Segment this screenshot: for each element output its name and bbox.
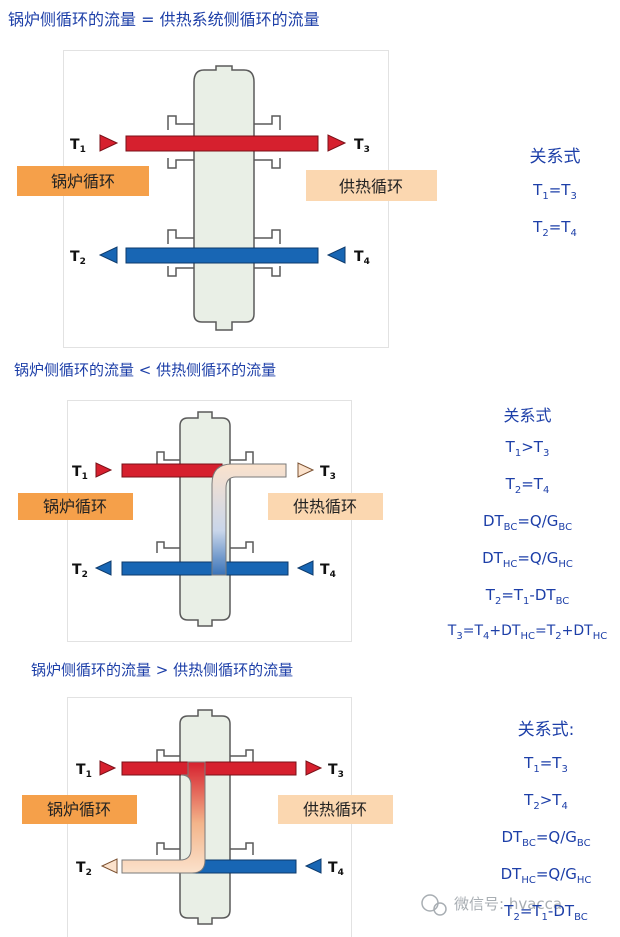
section-1-formula-line: T1=T3 (533, 181, 577, 202)
section-3-diagram-panel (67, 697, 352, 937)
section-3-formula-line: T2=T1-DTBC (504, 902, 588, 923)
section-1-heading: 锅炉侧循环的流量 = 供热系统侧循环的流量 (8, 10, 320, 29)
wechat-icon (421, 894, 439, 912)
section-2-formula-line: T2=T1-DTBC (485, 586, 570, 607)
section-3-formula-line: T2>T4 (524, 791, 568, 812)
section-2-formula-title: 关系式 (503, 406, 552, 425)
section-2-diagram-panel (67, 400, 352, 642)
section-3-formula-line: T1=T3 (524, 754, 568, 775)
section-3-heading: 锅炉侧循环的流量 > 供热侧循环的流量 (31, 661, 294, 679)
section-2-formulas: 关系式 T1>T3 T2=T4 DTBC=Q/GBC DTHC=Q/GHC T2… (440, 402, 615, 642)
section-3-formula-title: 关系式: (517, 720, 575, 740)
section-1-formulas: 关系式 T1=T3 T2=T4 (490, 142, 620, 239)
section-2-formula-line: T3=T4+DTHC=T2+DTHC (447, 623, 608, 642)
section-2-formula-line: T1>T3 (505, 438, 550, 459)
section-3-formula-line: DTBC=Q/GBC (501, 828, 591, 849)
section-2-formula-line: DTBC=Q/GBC (482, 512, 573, 533)
section-1-diagram-panel (63, 50, 389, 348)
section-2-formula-line: T2=T4 (505, 475, 550, 496)
section-3-formula-line: DTHC=Q/GHC (500, 865, 592, 886)
section-1-formula-line: T2=T4 (533, 218, 577, 239)
section-2-formula-line: DTHC=Q/GHC (482, 549, 573, 570)
section-2-heading: 锅炉侧循环的流量 < 供热侧循环的流量 (14, 361, 277, 379)
section-3-formulas: 关系式: T1=T3 T2>T4 DTBC=Q/GBC DTHC=Q/GHC T… (476, 715, 616, 923)
section-1-formula-title: 关系式 (529, 147, 581, 167)
